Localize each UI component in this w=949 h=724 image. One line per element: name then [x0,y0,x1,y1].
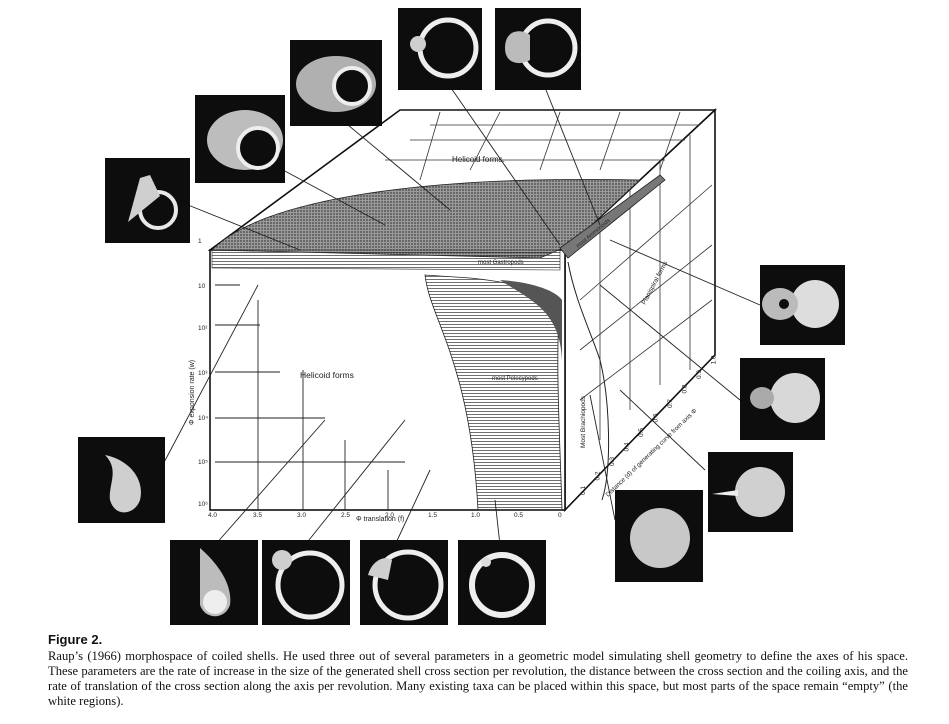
shell-double-ring [290,40,382,126]
x-tick-label: 3.5 [253,512,262,519]
most-gastropods-label: most Gastropods [478,260,524,266]
shell-disc [615,490,703,582]
x-tick-label: 4.0 [208,512,217,519]
front-region-label: Helicoid forms [300,370,354,380]
shell-ring-a [262,540,350,625]
x-tick-label: 2.0 [385,512,394,519]
shell-tall-spire [105,158,190,243]
y-tick-label: 10 [198,283,206,290]
y-tick-label: 10⁴ [198,415,208,422]
morphospace-figure: Helicoid forms. Helicoid forms most Gast… [78,8,845,625]
most-pelecypods-label: most Pelecypods [492,376,538,382]
z-tick-label: 0.9 [696,370,703,379]
shell-elongated [78,437,165,523]
z-tick-label: 1.0 [711,355,718,364]
x-tick-label: 2.5 [341,512,350,519]
z-axis-ticks: 0.1 0.2 0.3 0.4 0.5 0.6 0.7 0.8 0.9 1.0 [580,355,718,495]
shell-planispiral-3 [708,452,793,532]
x-tick-label: 0.5 [514,512,523,519]
x-tick-label: 1.5 [428,512,437,519]
x-axis-ticks: 4.0 3.5 3.0 2.5 2.0 1.5 1.0 0.5 0 [208,512,562,519]
gastropod-region [211,178,641,259]
x-tick-label: 1.0 [471,512,480,519]
front-face-grid [215,284,405,510]
shell-planispiral-1 [760,265,845,345]
z-tick-label: 0.8 [682,384,689,393]
brachiopod-boundary [567,261,610,501]
z-tick-label: 0.2 [595,471,602,480]
top-face-grid [385,111,700,181]
shell-ring-b [360,540,448,625]
top-region-label: Helicoid forms. [452,155,505,164]
shell-ring-c [458,540,546,625]
caption-text: Raup’s (1966) morphospace of coiled shel… [48,649,908,708]
z-tick-label: 0.7 [667,399,674,408]
figure-caption: Figure 2. Raup’s (1966) morphospace of c… [48,632,908,709]
z-tick-label: 0.1 [580,486,587,495]
z-tick-label: 0.3 [609,457,616,466]
shell-conical [195,95,285,183]
y-tick-label: 10⁵ [198,459,208,466]
z-tick-label: 0.4 [624,442,631,451]
y-tick-label: 10⁶ [198,501,208,508]
z-tick-label: 0.5 [638,428,645,437]
x-axis-label: Φ translation (f) [356,516,404,523]
ammonoid-region [559,174,666,259]
y-tick-label: 1 [198,238,202,245]
y-axis-ticks: 1 10 10² 10³ 10⁴ 10⁵ 10⁶ [198,238,208,508]
shell-ring-large [398,8,482,90]
y-axis-label: Φ exponsion rate (w) [189,360,196,425]
gastropod-band [211,249,561,271]
shell-cone-down [170,540,258,625]
shell-ring-small [495,8,581,90]
z-tick-label: 0.6 [653,413,660,422]
shell-planispiral-2 [740,358,825,440]
pelecypod-shadow [500,280,562,360]
x-tick-label: 0 [558,512,562,519]
right-face-grid [579,135,713,440]
most-brachiopods-label: Most Brachiopods [580,395,587,448]
caption-title: Figure 2. [48,632,103,647]
x-tick-label: 3.0 [297,512,306,519]
y-tick-label: 10² [198,325,208,332]
y-tick-label: 10³ [198,370,208,377]
leader-lines [159,74,761,546]
